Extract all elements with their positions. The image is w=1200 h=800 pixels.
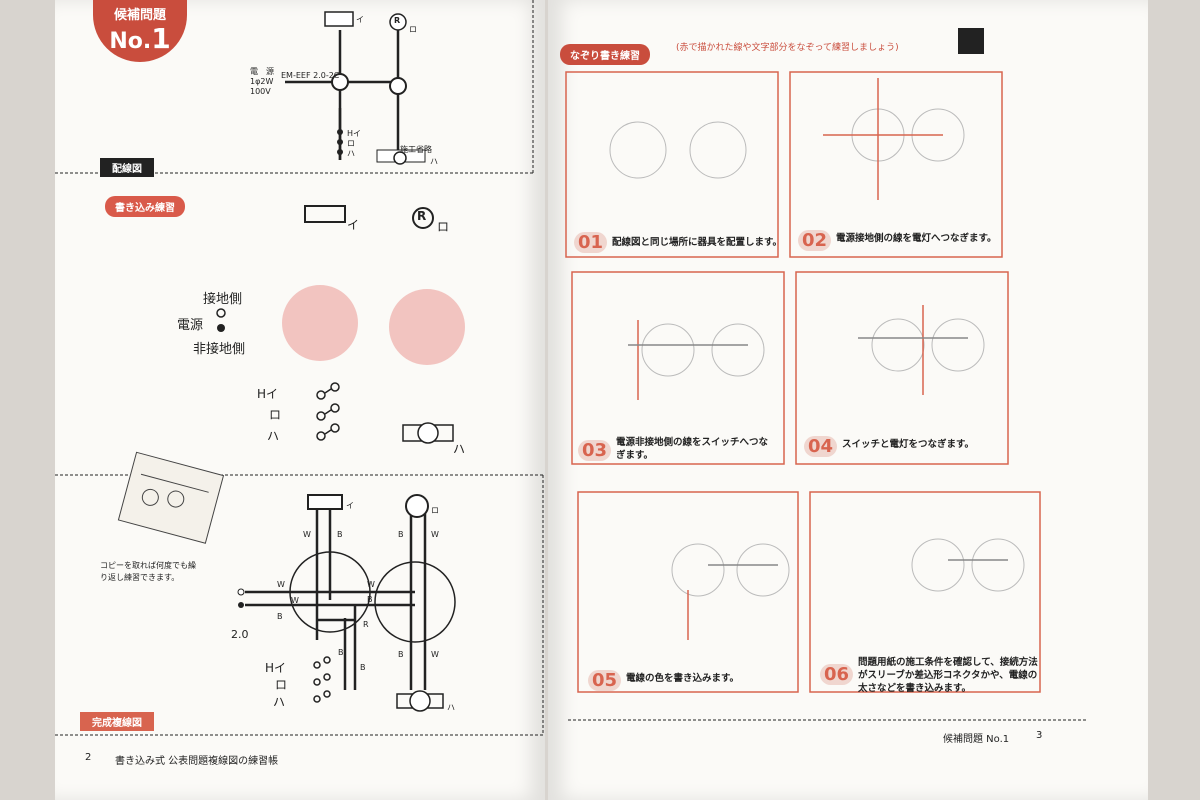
fixture-sub-label: ハ: [430, 157, 438, 166]
wire-color-3: B: [398, 530, 404, 539]
step-panels: [565, 71, 1041, 693]
ground-side-label: 接地側: [203, 292, 243, 307]
left-page-number: 2: [85, 752, 92, 763]
badge-title: 候補問題: [113, 8, 166, 23]
non-ground-side-label: 非接地側: [193, 342, 246, 357]
step-05-number: 05: [588, 670, 622, 691]
badge-number: No.1: [109, 22, 171, 55]
right-footer-rule: [568, 719, 1088, 721]
wire-color-5: W: [277, 580, 285, 589]
practice-receptacle-label: ロ: [437, 220, 450, 234]
cable-type-label: EM-EEF 2.0-2C: [281, 71, 340, 80]
wire-color-13: B: [338, 648, 344, 657]
practice-switch-ro: ロ: [269, 408, 282, 422]
wire-color-10: R: [363, 620, 369, 629]
step-04-number: 04: [804, 436, 838, 457]
wire-color-6: W: [291, 596, 299, 605]
complete-fixture-label: ハ: [447, 703, 455, 712]
wire-color-7: W: [367, 580, 375, 589]
wiring-diagram-lines: [55, 0, 535, 175]
switch-label-ro: ロ: [347, 139, 355, 148]
switch-label-ha: ハ: [347, 149, 355, 158]
wire-color-9: B: [277, 612, 283, 621]
practice-fixture-label: ハ: [453, 442, 466, 456]
copy-note-1: コピーを取れば何度でも繰: [100, 561, 196, 570]
right-page: なぞり書き練習 (赤で描かれた線や文字部分をなぞって練習しましょう): [548, 0, 1148, 800]
phase-label: 1φ2W: [250, 77, 274, 86]
practice-switch-ha: ハ: [267, 429, 280, 443]
outlet-label: イ: [356, 15, 364, 24]
practice-receptacle-mark: R: [417, 209, 427, 223]
step-03-text: 電源非接地側の線をスイッチへつなぎます。: [616, 437, 769, 461]
complete-switch-ha: ハ: [273, 695, 286, 709]
wire-color-4: W: [431, 530, 439, 539]
step-06-text: 問題用紙の施工条件を確認して、接続方法がスリーブか差込形コネクタかや、電線の太さ…: [858, 657, 1038, 694]
power-source-label: 電源: [177, 318, 204, 333]
step-02-text: 電源接地側の線を電灯へつなぎます。: [836, 233, 997, 244]
wire-color-11: B: [398, 650, 404, 659]
trace-note: (赤で描かれた線や文字部分をなぞって練習しましょう): [676, 43, 899, 53]
practice-title: 書き込み練習: [105, 196, 185, 217]
wire-color-8: B: [367, 595, 373, 604]
complete-switch-h: Hイ: [265, 661, 287, 675]
voltage-label: 100V: [250, 87, 271, 96]
qr-code-icon: [958, 28, 984, 54]
practice-drawing: [216, 205, 465, 444]
complete-switch-ro: ロ: [275, 678, 288, 692]
wire-color-12: W: [431, 650, 439, 659]
receptacle-mark: R: [394, 16, 401, 25]
left-page: 候補問題 No.1 電 源 1φ2W 100V EM-EEF 2.0-2C イ …: [55, 0, 545, 800]
complete-diagram-drawing: [55, 451, 544, 736]
step-01-number: 01: [574, 232, 608, 253]
complete-receptacle-label: ロ: [431, 506, 439, 515]
fixture-omitted-label: 施工省略: [400, 145, 432, 154]
step-06-number: 06: [820, 664, 854, 685]
practice-switch-h: Hイ: [257, 387, 279, 401]
practice-outlet-label: イ: [347, 218, 360, 232]
step-04-text: スイッチと電灯をつなぎます。: [842, 439, 975, 450]
complete-diagram-title: 完成複線図: [80, 712, 154, 731]
receptacle-label: ロ: [409, 25, 417, 34]
wire-color-1: W: [303, 530, 311, 539]
switch-label-h: Hイ: [347, 129, 362, 138]
wire-color-14: B: [360, 663, 366, 672]
right-page-number: 3: [1036, 730, 1043, 741]
wire-color-2: B: [337, 530, 343, 539]
step-02-number: 02: [798, 230, 832, 251]
step-03-number: 03: [578, 440, 612, 461]
wiring-diagram-title: 配線図: [100, 158, 154, 177]
complete-outlet-label: イ: [346, 501, 354, 510]
copy-note-2: り返し練習できます。: [100, 573, 180, 582]
power-label: 電 源: [250, 67, 274, 76]
right-page-title: 候補問題 No.1: [943, 734, 1010, 745]
step-05-text: 電線の色を書き込みます。: [626, 673, 740, 684]
step-01-text: 配線図と同じ場所に器具を配置します。: [612, 237, 783, 248]
left-page-title: 書き込み式 公表問題複線図の練習帳: [115, 756, 279, 767]
gauge-label: 2.0: [231, 628, 249, 641]
trace-title: なぞり書き練習: [560, 44, 650, 65]
